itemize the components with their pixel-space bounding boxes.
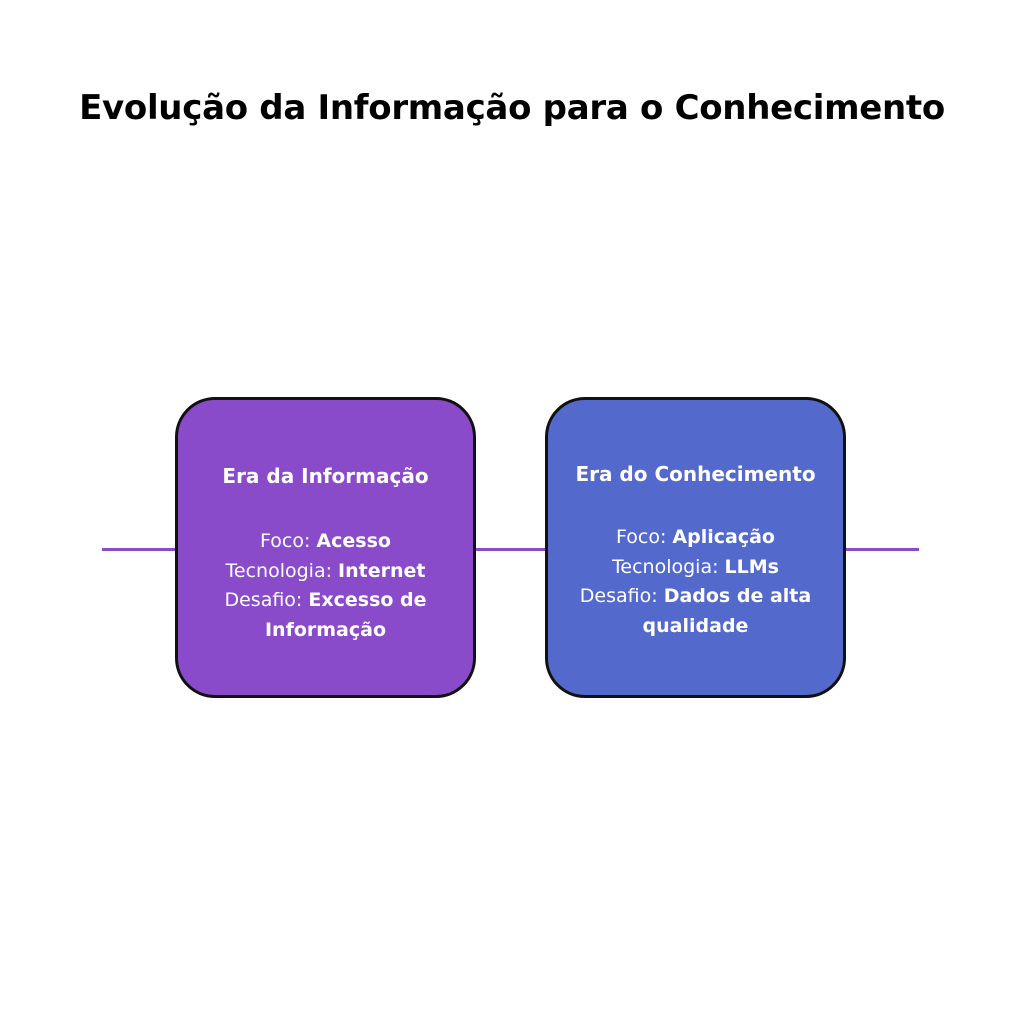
timeline-line-left (102, 548, 178, 551)
row-label: Desafio: (579, 585, 664, 607)
card-row-desafio: Desafio: Dados de alta qualidade (564, 582, 827, 641)
row-label: Foco: (260, 530, 317, 552)
row-label: Tecnologia: (225, 559, 339, 582)
row-value: LLMs (724, 555, 779, 578)
card-era-conhecimento: Era do Conhecimento Foco: Aplicação Tecn… (545, 397, 846, 698)
card-era-informacao: Era da Informação Foco: Acesso Tecnologi… (175, 397, 476, 698)
timeline-line-right (846, 548, 919, 551)
card-row-tecnologia: Tecnologia: Internet (194, 557, 457, 587)
card-body: Foco: Aplicação Tecnologia: LLMs Desafio… (564, 523, 827, 641)
row-value: Aplicação (672, 526, 775, 548)
card-row-foco: Foco: Aplicação (564, 523, 827, 553)
card-row-tecnologia: Tecnologia: LLMs (564, 553, 827, 583)
row-value: Dados de alta qualidade (642, 585, 812, 637)
card-title: Era da Informação (222, 464, 429, 488)
row-value: Acesso (316, 530, 391, 552)
page-title: Evolução da Informação para o Conhecimen… (79, 88, 945, 128)
card-body: Foco: Acesso Tecnologia: Internet Desafi… (194, 527, 457, 645)
row-label: Desafio: (224, 589, 309, 611)
card-title: Era do Conhecimento (575, 462, 816, 486)
timeline-line-connector (476, 548, 548, 551)
card-row-desafio: Desafio: Excesso de Informação (194, 586, 457, 645)
row-value: Excesso de Informação (264, 589, 427, 641)
row-value: Internet (338, 559, 426, 582)
row-label: Tecnologia: (612, 555, 725, 578)
row-label: Foco: (616, 526, 673, 548)
card-row-foco: Foco: Acesso (194, 527, 457, 557)
